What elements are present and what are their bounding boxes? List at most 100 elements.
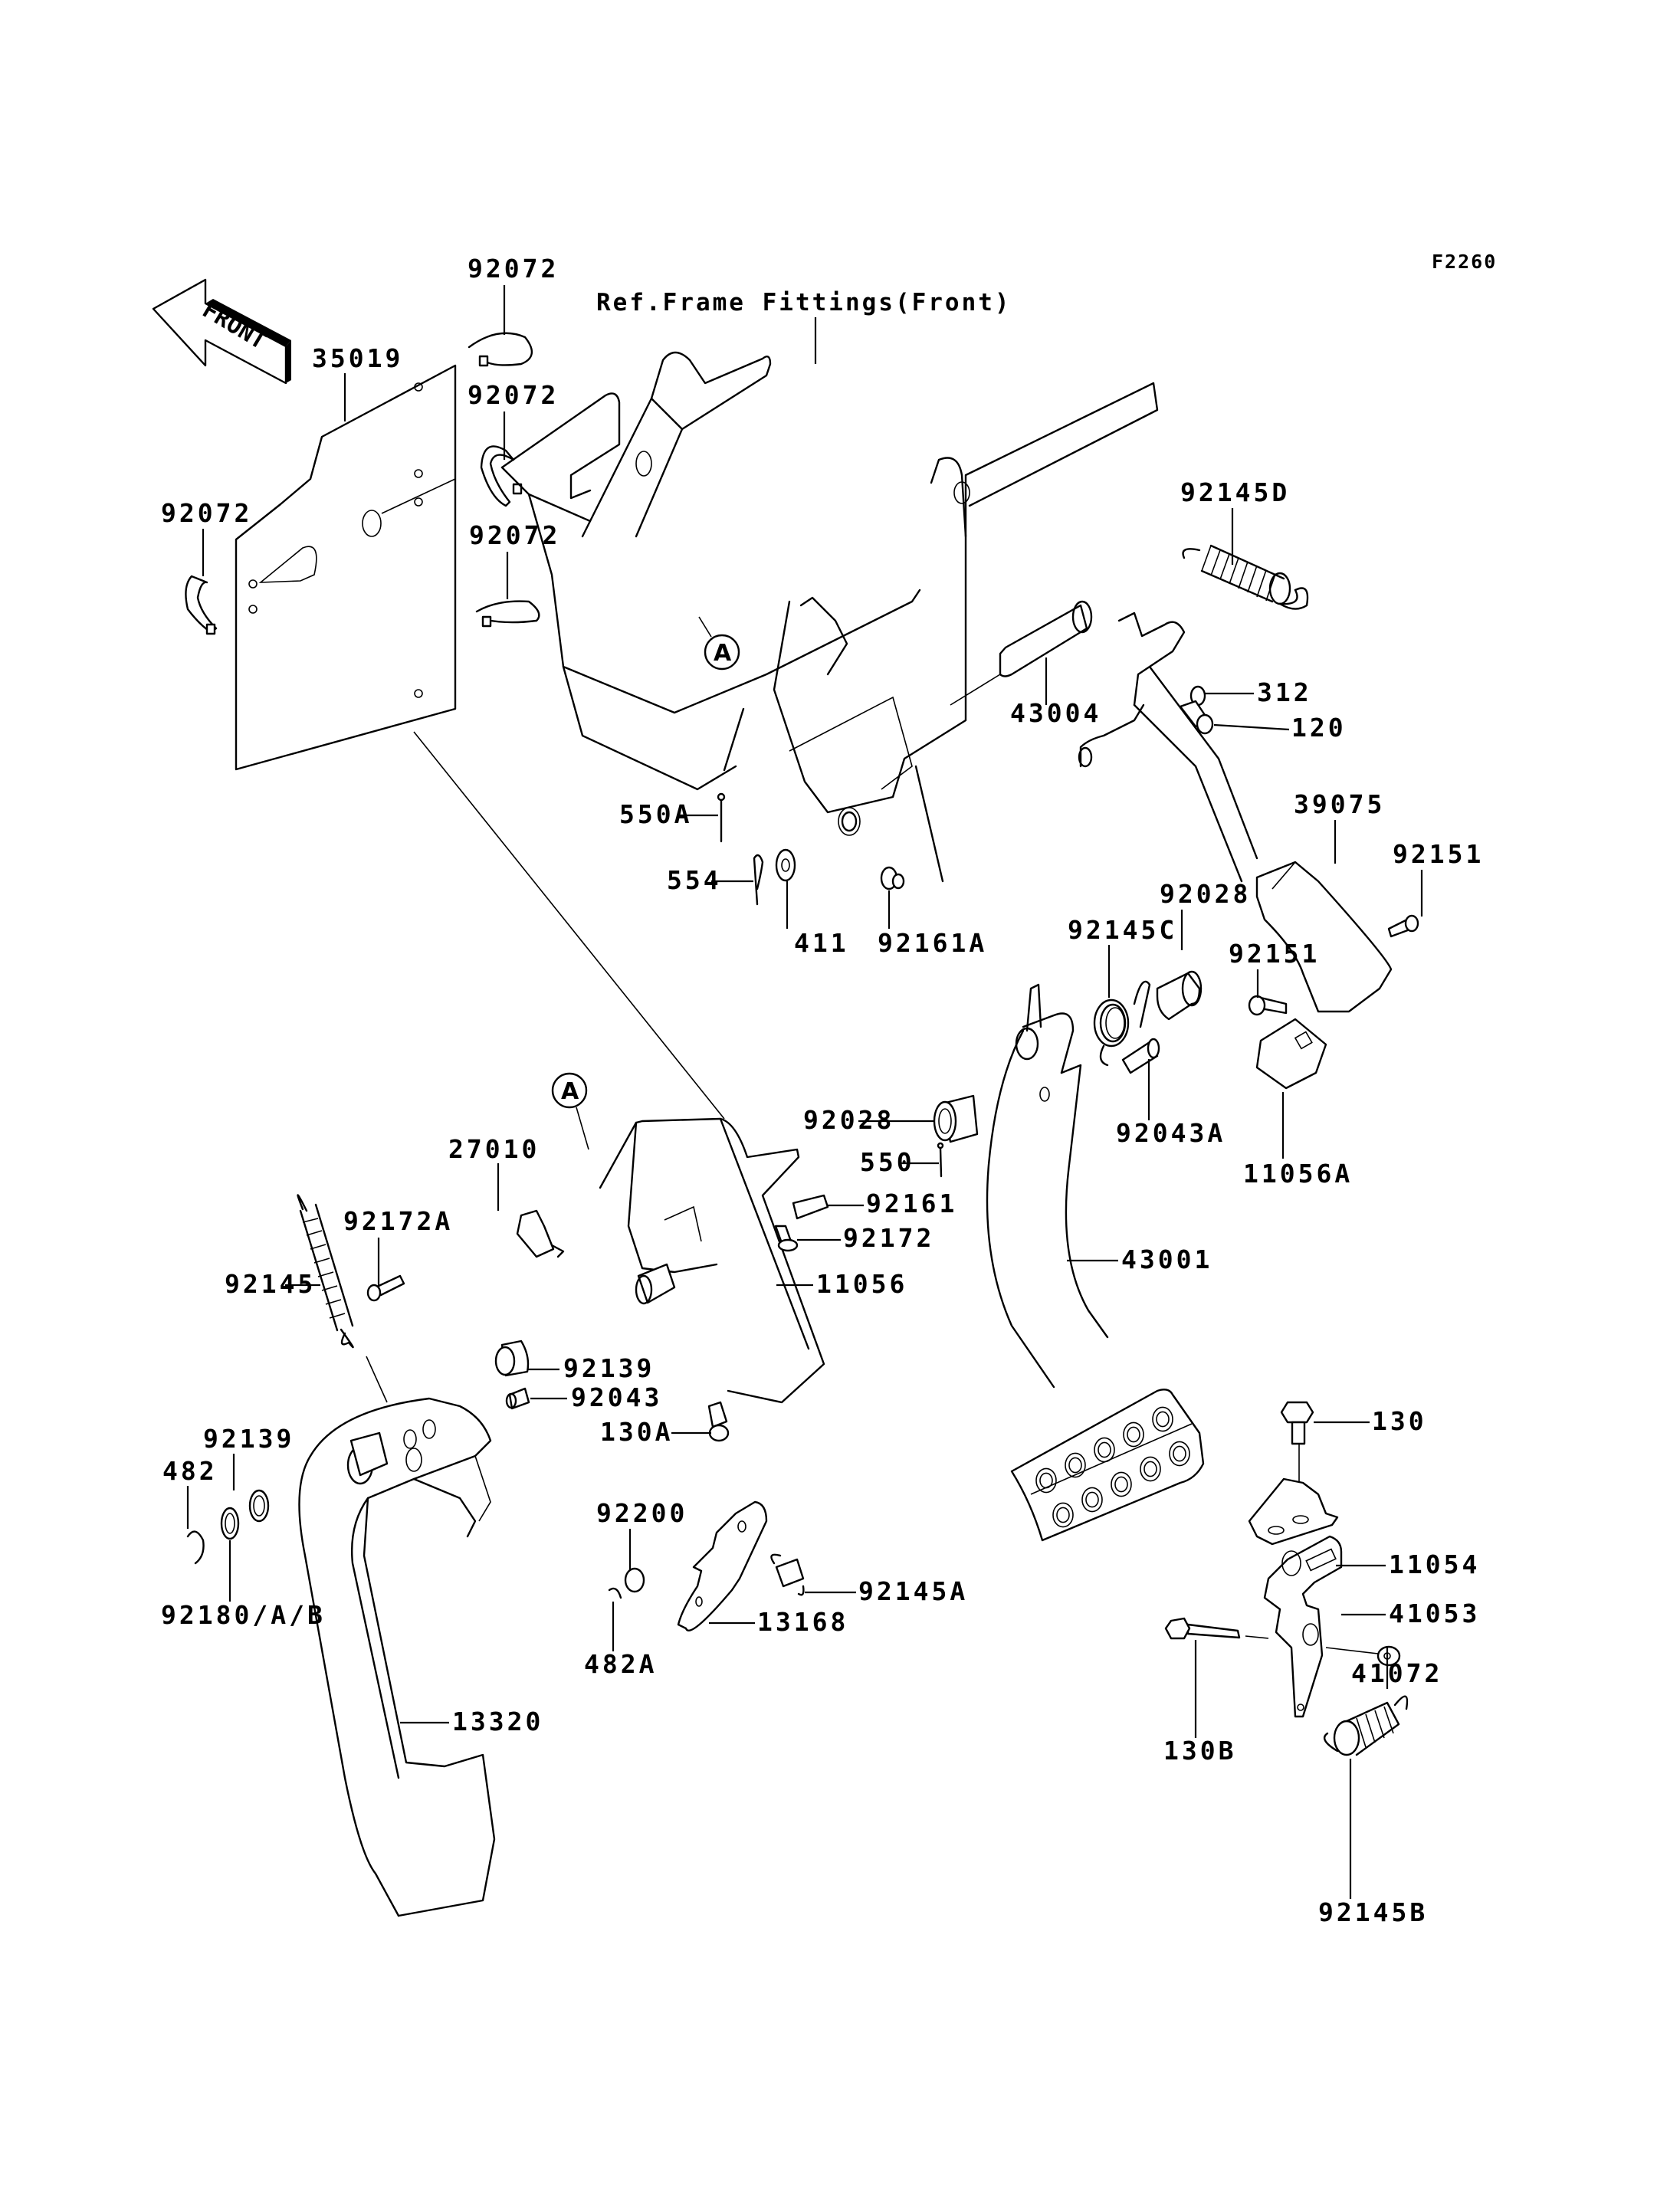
part-number-label: 92028: [803, 1105, 894, 1135]
part-number-label: 92072: [468, 254, 559, 284]
part-number-label: 482A: [584, 1649, 657, 1679]
callout-92161A: 92161A: [878, 890, 984, 958]
screw-92172A: [366, 1274, 405, 1302]
callout-550A: 550A: [619, 799, 718, 829]
callout-130: 130: [1314, 1406, 1427, 1436]
pedal-pad-hole: [1035, 1467, 1057, 1494]
cover-39075: [1255, 861, 1393, 1013]
pedal-pad-hole: [1052, 1502, 1074, 1528]
part-number-label: 92145D: [1180, 477, 1290, 507]
pedal-pad-hole: [1152, 1406, 1173, 1432]
part-number-label: 92145: [225, 1269, 316, 1299]
part-number-label: 92200: [596, 1498, 687, 1528]
callout-92172: 92172: [797, 1223, 931, 1253]
spring-92145: [297, 1194, 388, 1403]
callout-554: 554: [667, 865, 753, 895]
bolt-92151-right: [1387, 914, 1419, 938]
pedal-pad-hole: [1123, 1421, 1144, 1448]
callout-11056A: 11056A: [1243, 1092, 1350, 1189]
reference-note: Ref.Frame Fittings(Front): [596, 289, 1012, 316]
circlip-482A: [608, 1587, 622, 1599]
callout-92180AB: 92180/A/B: [161, 1540, 323, 1630]
collar-92139-left: [248, 1489, 270, 1523]
callout-11056: 11056: [776, 1269, 904, 1299]
clutch-pedal-13320: [298, 1397, 496, 1917]
cotter-pin-550: [937, 1142, 944, 1178]
callout-92028-b: 92028: [803, 1105, 934, 1135]
part-number-label: 92043: [571, 1382, 662, 1412]
callout-92072-d: 92072: [161, 498, 249, 576]
callout-92028-a: 92028: [1160, 879, 1248, 950]
part-number-label: 92145C: [1068, 915, 1177, 945]
callout-92145A: 92145A: [805, 1576, 968, 1606]
part-number-label: 39075: [1294, 789, 1385, 819]
damper-92161A: [880, 866, 905, 890]
pedal-pad-hole: [1068, 1457, 1082, 1474]
pedal-pad-hole: [1039, 1472, 1053, 1489]
part-number-label: 43001: [1121, 1244, 1212, 1274]
pedal-pad-hole: [1156, 1411, 1170, 1428]
callout-92072-c: 92072: [469, 520, 557, 599]
pedal-pad-hole: [1169, 1441, 1190, 1467]
connection-marker-a-bracket: A: [551, 1072, 589, 1150]
part-number-label: 13320: [452, 1707, 543, 1736]
part-number-label: 130B: [1163, 1736, 1236, 1766]
part-number-label: 41072: [1351, 1658, 1442, 1688]
part-number-label: 130: [1372, 1406, 1427, 1436]
callout-92145C: 92145C: [1068, 915, 1177, 998]
bolt-130: [1280, 1401, 1314, 1519]
clip-554: [753, 854, 764, 906]
callout-92139-a: 92139: [527, 1353, 655, 1383]
callout-482A: 482A: [584, 1602, 657, 1679]
collar-41072: [1325, 1645, 1401, 1667]
callout-92145D: 92145D: [1180, 477, 1290, 565]
callout-92072-b: 92072: [468, 380, 559, 460]
part-number-label: 43004: [1010, 698, 1101, 728]
pedal-pad-hole: [1056, 1507, 1070, 1523]
band-clamp-4: [185, 575, 218, 635]
callout-11054: 11054: [1336, 1549, 1480, 1579]
connection-line: [413, 731, 725, 1120]
bolt-130B: [1164, 1617, 1269, 1640]
part-number-label: 92072: [468, 380, 559, 410]
part-number-label: 35019: [312, 343, 403, 373]
pedal-pad-hole: [1065, 1452, 1086, 1478]
spring-92145B: [1324, 1695, 1409, 1756]
brake-pedal-pad-holes: [1035, 1406, 1190, 1528]
part-number-label: 11054: [1389, 1549, 1480, 1579]
callout-27010: 27010: [448, 1134, 540, 1211]
part-number-label: 482: [162, 1456, 218, 1486]
callout-41072: 41072: [1351, 1646, 1442, 1689]
damper-92161: [792, 1194, 829, 1220]
bracket-11056: [599, 1117, 825, 1404]
callout-92043: 92043: [530, 1382, 662, 1412]
lever-41053: [1263, 1535, 1343, 1718]
pedal-pad-hole: [1144, 1461, 1157, 1477]
pedal-pad-hole: [1111, 1471, 1132, 1497]
part-number-label: 411: [794, 928, 849, 958]
callout-411: 411: [786, 881, 849, 958]
part-number-label: 92145A: [858, 1576, 968, 1606]
bushing-92028-left: [933, 1094, 979, 1143]
callout-13320: 13320: [400, 1707, 543, 1736]
part-number-label: 92161: [866, 1189, 957, 1218]
bushing-92028-top: [1156, 970, 1203, 1021]
band-clamp-2: [480, 445, 523, 507]
callout-482: 482: [162, 1456, 218, 1529]
pin-92043: [505, 1387, 530, 1410]
frame-fittings: [500, 351, 1159, 883]
part-number-label: 92172A: [343, 1206, 453, 1236]
bolt-92151-mid: [1248, 995, 1288, 1016]
pedal-pad-hole: [1114, 1476, 1128, 1493]
spring-92145A: [770, 1553, 805, 1596]
part-number-label: 92151: [1229, 939, 1320, 969]
callout-92043A: 92043A: [1116, 1059, 1222, 1148]
lever-13168: [677, 1500, 768, 1631]
figure-code: F2260: [1432, 251, 1497, 273]
pedal-pad-hole: [1140, 1456, 1161, 1482]
part-number-label: 554: [667, 865, 722, 895]
part-number-label: 92139: [203, 1424, 294, 1454]
part-number-label: 92139: [563, 1353, 655, 1383]
washer-92200: [624, 1567, 645, 1593]
part-number-label: 27010: [448, 1134, 540, 1164]
